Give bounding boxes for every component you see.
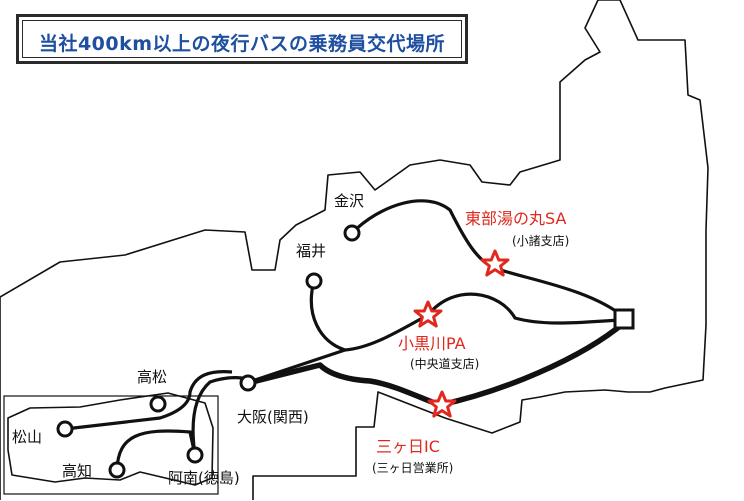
label-oguro-branch: (中央道支店) <box>410 357 480 371</box>
label-oguro: 小黒川PA <box>398 334 466 353</box>
matsuyama-marker <box>56 420 74 438</box>
title-box: 当社400km以上の夜行バスの乗務員交代場所 <box>16 14 468 64</box>
label-anan: 阿南(徳島) <box>168 469 240 487</box>
label-kochi: 高知 <box>62 462 93 480</box>
label-mikka: 三ヶ日IC <box>376 437 440 456</box>
label-fukui: 福井 <box>296 242 327 260</box>
osaka-marker <box>239 374 257 392</box>
fukui-marker <box>305 272 323 290</box>
label-matsuyama: 松山 <box>12 428 43 446</box>
route-kanazawa <box>350 199 627 320</box>
label-osaka: 大阪(関西) <box>237 408 309 426</box>
shikoku-frame <box>3 395 219 495</box>
label-mikka-branch: (三ヶ日営業所) <box>372 461 454 475</box>
label-tobu-branch: (小諸支店) <box>512 234 570 248</box>
kochi-marker <box>108 461 126 479</box>
star-icon-mikka <box>427 390 457 418</box>
label-kanazawa: 金沢 <box>334 192 365 210</box>
label-tobu: 東部湯の丸SA <box>465 209 567 228</box>
route-shikoku-a <box>64 369 233 431</box>
page-title: 当社400km以上の夜行バスの乗務員交代場所 <box>38 33 446 55</box>
kanazawa-marker <box>343 224 361 242</box>
anan-marker <box>186 446 204 464</box>
terminal-square <box>613 308 635 330</box>
star-icon-tobu <box>480 249 510 277</box>
takamatsu-marker <box>149 395 167 413</box>
star-icon-oguro <box>413 300 443 328</box>
label-takamatsu: 高松 <box>137 368 168 386</box>
route-shikoku-b <box>115 429 197 471</box>
